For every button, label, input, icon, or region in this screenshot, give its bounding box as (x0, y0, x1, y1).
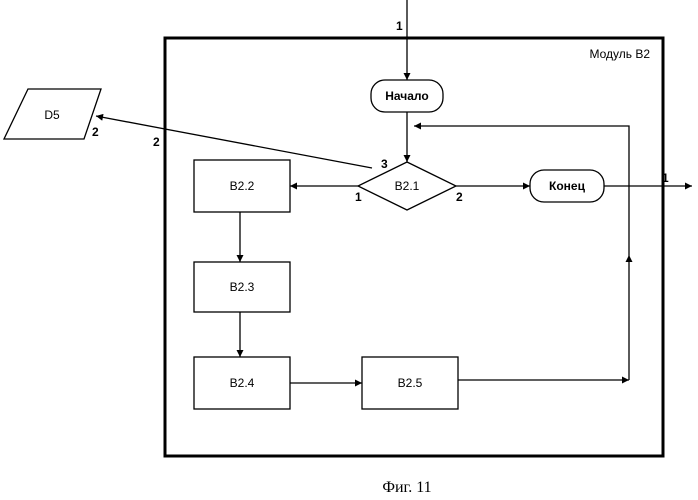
d5-line-port-label: 2 (153, 135, 160, 149)
figure-caption: Фиг. 11 (382, 479, 431, 496)
decision-left-port-label: 1 (355, 190, 362, 204)
start-label: Начало (385, 89, 428, 103)
output-port-label: 1 (662, 171, 669, 185)
process-b24-label: B2.4 (230, 376, 255, 390)
decision-label: B2.1 (395, 179, 420, 193)
module-title: Модуль B2 (589, 47, 650, 61)
process-b23-label: B2.3 (230, 280, 255, 294)
d5-port-label: 2 (92, 125, 99, 139)
decision-top-port-label: 3 (381, 157, 388, 171)
d5-label: D5 (44, 108, 60, 122)
decision-right-port-label: 2 (456, 190, 463, 204)
process-b22-label: B2.2 (230, 179, 255, 193)
end-label: Конец (549, 179, 586, 193)
input-port-label: 1 (396, 19, 403, 33)
process-b25-label: B2.5 (398, 376, 423, 390)
